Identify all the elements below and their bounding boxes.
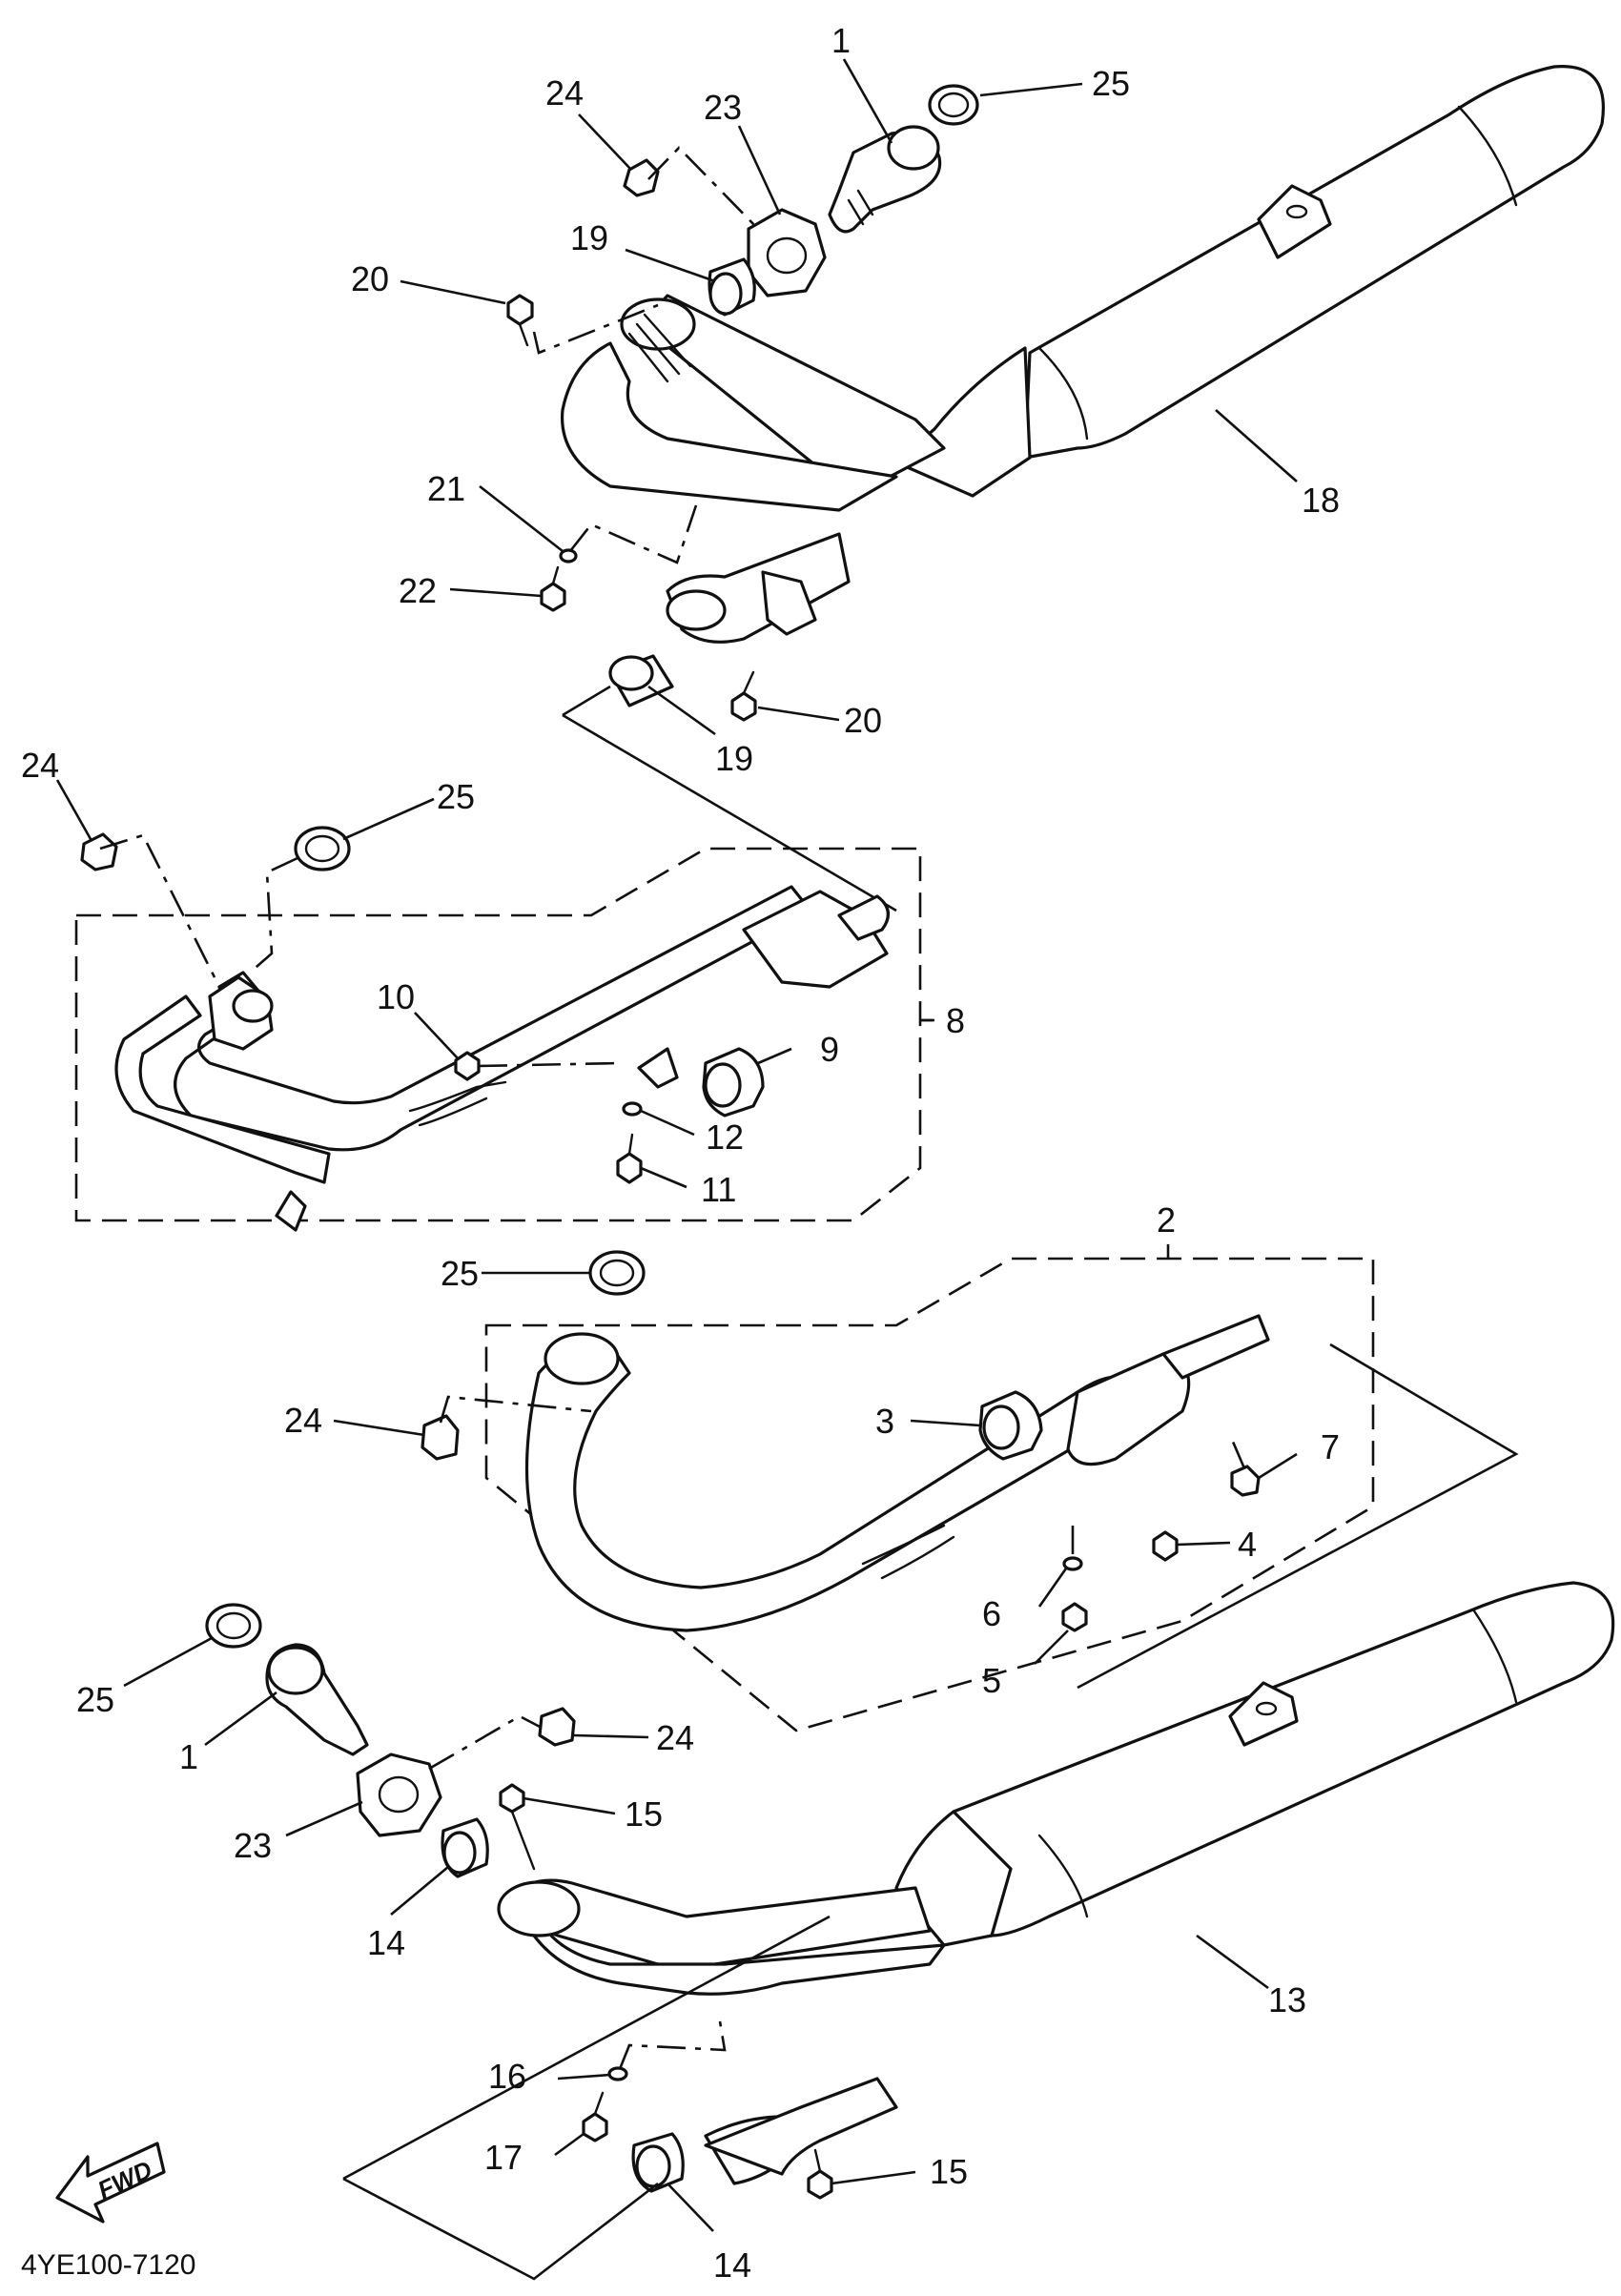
callout-25: 25 — [437, 777, 475, 816]
rear-muffler-18 — [1023, 65, 1605, 460]
washer-6 — [1062, 1556, 1083, 1571]
leader-lines — [55, 58, 1298, 2232]
callout-numbers: 1 25 24 23 19 20 18 21 22 20 19 24 25 10… — [21, 21, 1340, 2285]
callout-13: 13 — [1268, 1980, 1306, 2019]
bolt-10 — [454, 1051, 481, 1081]
callout-14: 14 — [367, 1923, 405, 1962]
nut-24-mid — [80, 832, 118, 871]
flange-23-bottom — [356, 1753, 442, 1837]
flange-23-top — [747, 208, 827, 297]
callout-10: 10 — [377, 977, 415, 1016]
top-loose-parts — [506, 84, 979, 722]
gasket-25-bottom — [205, 1603, 262, 1649]
bolt-11 — [616, 1152, 643, 1184]
nut-7 — [1230, 1465, 1261, 1497]
callout-24: 24 — [21, 746, 59, 785]
callout-4: 4 — [1238, 1525, 1257, 1564]
callout-21: 21 — [427, 469, 465, 508]
fwd-arrow-icon: FWD — [55, 2142, 166, 2224]
callout-14: 14 — [713, 2245, 751, 2285]
callout-18: 18 — [1302, 481, 1340, 520]
callout-19: 19 — [715, 739, 753, 778]
callout-20: 20 — [844, 701, 882, 740]
callout-15: 15 — [930, 2152, 968, 2191]
callout-9: 9 — [820, 1030, 839, 1069]
washer-12 — [622, 1101, 643, 1117]
bolt-17 — [582, 2112, 608, 2142]
callout-24: 24 — [656, 1718, 694, 1757]
gasket-25-mid — [294, 826, 351, 871]
bolt-15-top — [499, 1783, 525, 1814]
callout-11: 11 — [701, 1170, 736, 1209]
callout-24: 24 — [284, 1401, 322, 1440]
callout-15: 15 — [625, 1794, 663, 1834]
washer-16 — [607, 2066, 628, 2081]
callout-25: 25 — [76, 1680, 114, 1719]
callout-25: 25 — [1092, 64, 1130, 103]
callout-3: 3 — [875, 1402, 894, 1441]
drawing-code: 4YE100-7120 — [21, 2249, 196, 2281]
callout-17: 17 — [484, 2138, 523, 2177]
bolt-22 — [540, 582, 566, 612]
bolt-20-lower — [730, 691, 757, 722]
assembly-8-box — [74, 847, 922, 1222]
callout-25: 25 — [441, 1254, 479, 1293]
callout-8: 8 — [946, 1001, 965, 1040]
nut-24-lower — [421, 1414, 460, 1461]
gasket-25-lower — [588, 1250, 646, 1296]
nut-24-bottom — [538, 1707, 576, 1747]
callout-22: 22 — [399, 571, 437, 610]
bolt-20-top — [506, 294, 534, 326]
callout-23: 23 — [704, 88, 742, 127]
front-muffler-13 — [937, 1581, 1615, 1942]
callout-6: 6 — [982, 1594, 1001, 1633]
callout-1: 1 — [179, 1737, 198, 1776]
callout-16: 16 — [488, 2057, 526, 2096]
washer-21 — [559, 548, 578, 564]
bolt-15-bottom — [807, 2169, 833, 2200]
front-header-8 — [114, 885, 890, 1232]
callout-23: 23 — [234, 1826, 272, 1865]
bolt-5 — [1061, 1602, 1088, 1632]
callout-19: 19 — [570, 218, 608, 257]
callout-7: 7 — [1321, 1427, 1340, 1466]
callout-12: 12 — [706, 1117, 744, 1157]
callout-5: 5 — [982, 1661, 1001, 1700]
gasket-25-top — [928, 84, 979, 126]
rear-muffler-assembly — [560, 65, 1605, 644]
callout-1: 1 — [831, 21, 851, 60]
front-muffler-assembly — [497, 1581, 1615, 2185]
front-header-2 — [524, 1314, 1270, 1632]
bolt-4 — [1152, 1530, 1179, 1562]
nut-24-top — [623, 158, 660, 197]
callout-24: 24 — [545, 73, 584, 113]
callout-20: 20 — [351, 259, 389, 298]
callout-2: 2 — [1157, 1200, 1176, 1240]
